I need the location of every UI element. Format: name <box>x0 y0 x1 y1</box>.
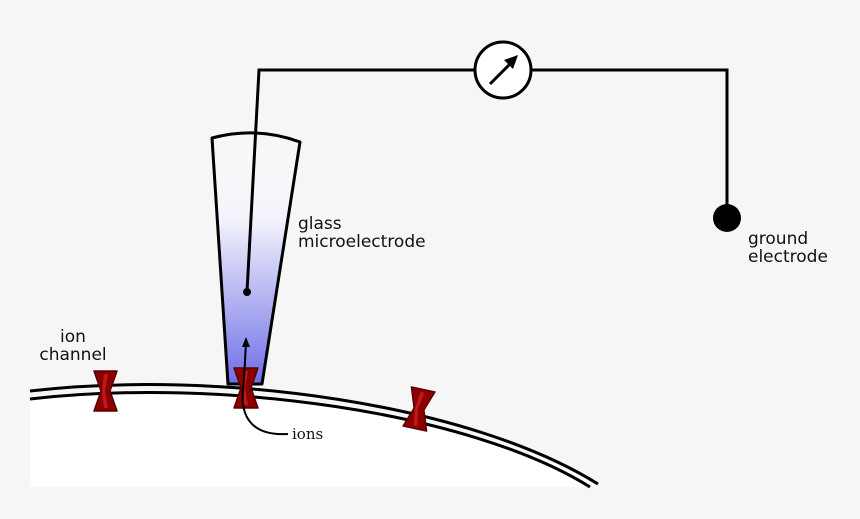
cell-membrane-inner <box>29 391 591 489</box>
ion-channel-left <box>93 370 118 412</box>
electrode-tip <box>243 288 251 296</box>
ion-channel-right <box>402 386 436 432</box>
ground-electrode-line2: electrode <box>748 247 828 267</box>
ion-channel-line1: ion <box>60 327 86 347</box>
cell-body <box>30 390 598 487</box>
glass-microelectrode-label: glass microelectrode <box>298 215 426 251</box>
microelectrode-glass <box>210 131 302 386</box>
ion-channel-label: ion channel <box>38 328 108 364</box>
cell-membrane-outer <box>29 383 599 486</box>
glass-microelectrode-line1: glass <box>298 214 342 234</box>
ion-flow-arrowhead <box>242 337 250 347</box>
voltmeter-dial-icon <box>473 40 533 100</box>
ions-label: ions <box>292 425 324 443</box>
ion-channel-line2: channel <box>39 345 107 365</box>
ground-wire <box>531 68 729 218</box>
ground-electrode-dot <box>713 204 741 232</box>
ion-flow-arrow <box>241 343 289 436</box>
ground-electrode-line1: ground <box>748 229 809 249</box>
glass-microelectrode-line2: microelectrode <box>298 232 426 252</box>
ground-electrode-label: ground electrode <box>748 230 828 266</box>
circuit-wire <box>245 68 474 293</box>
